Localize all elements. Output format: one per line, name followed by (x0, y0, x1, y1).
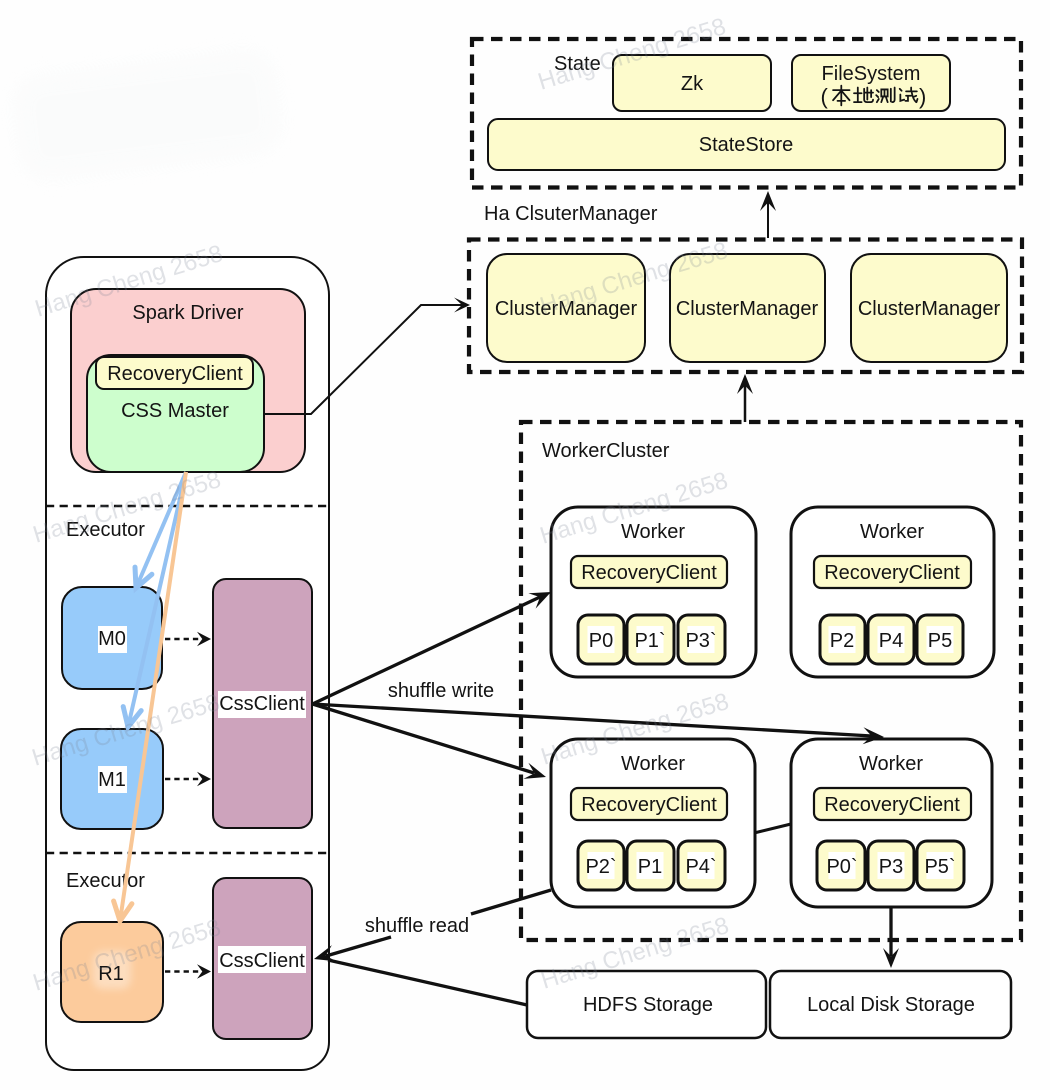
svg-text:StateStore: StateStore (699, 134, 794, 156)
svg-text:Spark Driver: Spark Driver (132, 302, 243, 324)
svg-text:Executor: Executor (66, 519, 145, 541)
svg-text:): ) (919, 84, 926, 109)
svg-text:shuffle write: shuffle write (388, 680, 494, 702)
svg-text:P0`: P0` (826, 856, 857, 878)
svg-text:P3`: P3` (685, 630, 716, 652)
svg-text:CSS Master: CSS Master (121, 400, 229, 422)
svg-text:P4: P4 (879, 630, 903, 652)
svg-text:RecoveryClient: RecoveryClient (824, 562, 960, 584)
svg-text:M0: M0 (98, 628, 126, 650)
svg-text:P5: P5 (928, 630, 952, 652)
svg-text:Executor: Executor (66, 870, 145, 892)
svg-text:RecoveryClient: RecoveryClient (581, 562, 717, 584)
svg-text:RecoveryClient: RecoveryClient (824, 794, 960, 816)
svg-text:FileSystem: FileSystem (822, 63, 921, 85)
svg-text:P2`: P2` (585, 856, 616, 878)
svg-text:Worker: Worker (621, 521, 685, 543)
svg-text:P3: P3 (879, 856, 903, 878)
svg-text:Worker: Worker (859, 753, 923, 775)
svg-text:State: State (554, 53, 601, 75)
svg-text:RecoveryClient: RecoveryClient (581, 794, 717, 816)
svg-text:RecoveryClient: RecoveryClient (107, 363, 243, 385)
svg-text:P0: P0 (589, 630, 613, 652)
svg-text:CssClient: CssClient (219, 950, 305, 972)
svg-text:ClusterManager: ClusterManager (676, 298, 819, 320)
svg-text:ClusterManager: ClusterManager (495, 298, 638, 320)
svg-text:Ha ClsuterManager: Ha ClsuterManager (484, 203, 658, 225)
svg-text:Zk: Zk (681, 73, 704, 95)
svg-text:M1: M1 (98, 769, 126, 791)
svg-text:R1: R1 (98, 963, 124, 985)
svg-text:P2: P2 (830, 630, 854, 652)
svg-text:HDFS Storage: HDFS Storage (583, 994, 713, 1016)
svg-text:Local Disk Storage: Local Disk Storage (807, 994, 975, 1016)
svg-text:CssClient: CssClient (219, 693, 305, 715)
svg-text:P1`: P1` (634, 630, 665, 652)
svg-text:Worker: Worker (621, 753, 685, 775)
svg-text:P4`: P4` (685, 856, 716, 878)
svg-text:ClusterManager: ClusterManager (858, 298, 1001, 320)
svg-text:Worker: Worker (860, 521, 924, 543)
svg-text:P1: P1 (638, 856, 662, 878)
svg-text:shuffle read: shuffle read (365, 915, 469, 937)
svg-text:P5`: P5` (924, 856, 955, 878)
svg-text:(: ( (821, 84, 829, 109)
svg-text:WorkerCluster: WorkerCluster (542, 440, 670, 462)
